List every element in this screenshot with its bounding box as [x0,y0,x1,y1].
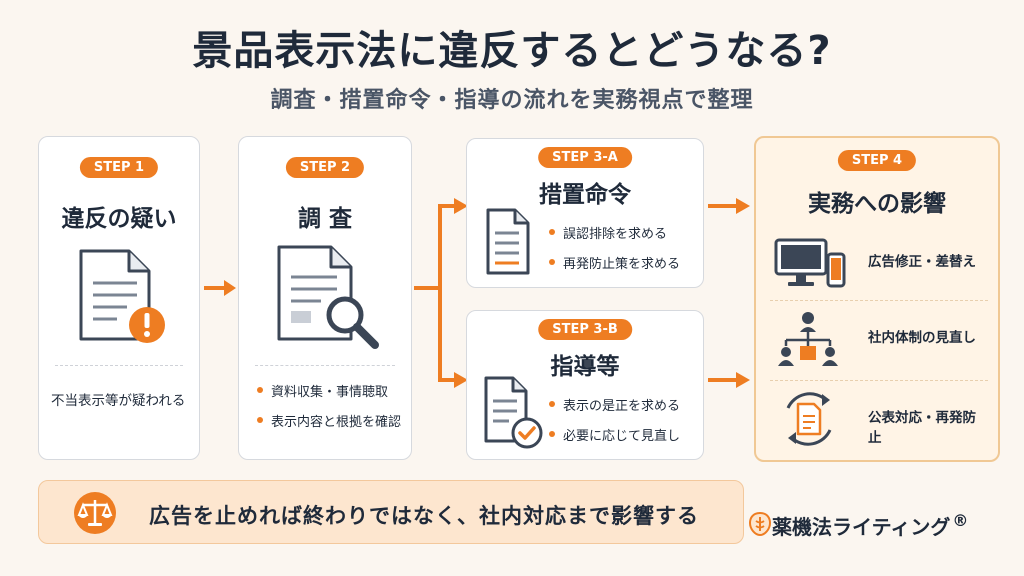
step2-bullets: 資料収集・事情聴取 表示内容と根拠を確認 [257,381,401,441]
list-item: 資料収集・事情聴取 [257,381,401,400]
page-title: 景品表示法に違反するとどうなる? [192,28,832,74]
brand-name: 薬機法ライティング® [772,511,968,540]
page-subtitle: 調査・措置命令・指導の流れを実務視点で整理 [270,88,754,113]
document-search-icon [277,245,379,349]
step3b-card: STEP 3-B 指導等 表示の是正を求める 必要に応じて見直し [466,310,704,460]
document-lines-icon [486,208,530,275]
summary-banner: 広告を止めれば終わりではなく、社内対応まで影響する [38,480,744,544]
step1-divider [55,365,183,366]
step2-title: 調 査 [297,206,352,232]
arrow-right-icon [708,372,750,388]
scales-icon [74,492,116,534]
list-item: 再発防止策を求める [549,253,680,272]
banner-text: 広告を止めれば終わりではなく、社内対応まで影響する [149,504,699,528]
impact-label: 公表対応・再発防止 [868,410,976,446]
step3b-badge: STEP 3-B [538,319,632,340]
step1-badge: STEP 1 [79,157,159,178]
arrow-right-icon [708,198,750,214]
list-item: 誤認排除を求める [549,223,680,242]
document-check-icon [484,376,543,449]
step3a-badge: STEP 3-A [538,147,632,168]
step3b-bullets: 表示の是正を求める 必要に応じて見直し [549,395,680,455]
impact-row-ad-revision: 広告修正・差替え [772,228,986,298]
step1-note: 不当表示等が疑われる [51,393,186,409]
step3a-card: STEP 3-A 措置命令 誤認排除を求める 再発防止策を求める [466,138,704,288]
registered-mark: ® [952,511,969,531]
step1-card: STEP 1 違反の疑い 不当表示等が疑われる [38,136,200,460]
org-chart-icon [778,312,838,366]
step4-title: 実務への影響 [808,191,946,217]
list-item: 表示内容と根拠を確認 [257,411,401,430]
step4-badge: STEP 4 [837,150,917,171]
impact-row-public-response: 公表対応・再発防止 [772,384,986,454]
document-cycle-icon [786,392,832,446]
step3a-bullets: 誤認排除を求める 再発防止策を求める [549,223,680,283]
step3b-title: 指導等 [550,354,620,380]
impact-label: 社内体制の見直し [868,330,976,346]
step3a-title: 措置命令 [539,182,631,208]
step2-divider [255,365,395,366]
monitor-phone-icon [774,238,846,288]
impact-label: 広告修正・差替え [868,254,976,270]
step4-card: STEP 4 実務への影響 広告修正・差替え 社内体制の見直 [754,136,1000,462]
step2-badge: STEP 2 [285,157,365,178]
arrow-right-icon [204,280,236,296]
step2-card: STEP 2 調 査 資料収集・事情聴取 表示内容と根拠を確認 [238,136,412,460]
list-item: 必要に応じて見直し [549,425,680,444]
document-warning-icon [79,249,165,343]
branch-arrow-icon [414,198,468,388]
brand-logo-icon [748,511,772,537]
step1-title: 違反の疑い [61,206,177,232]
impact-divider [770,380,988,381]
impact-divider [770,300,988,301]
brand-text: 薬機法ライティング [772,515,951,539]
list-item: 表示の是正を求める [549,395,680,414]
impact-row-internal-structure: 社内体制の見直し [772,304,986,374]
